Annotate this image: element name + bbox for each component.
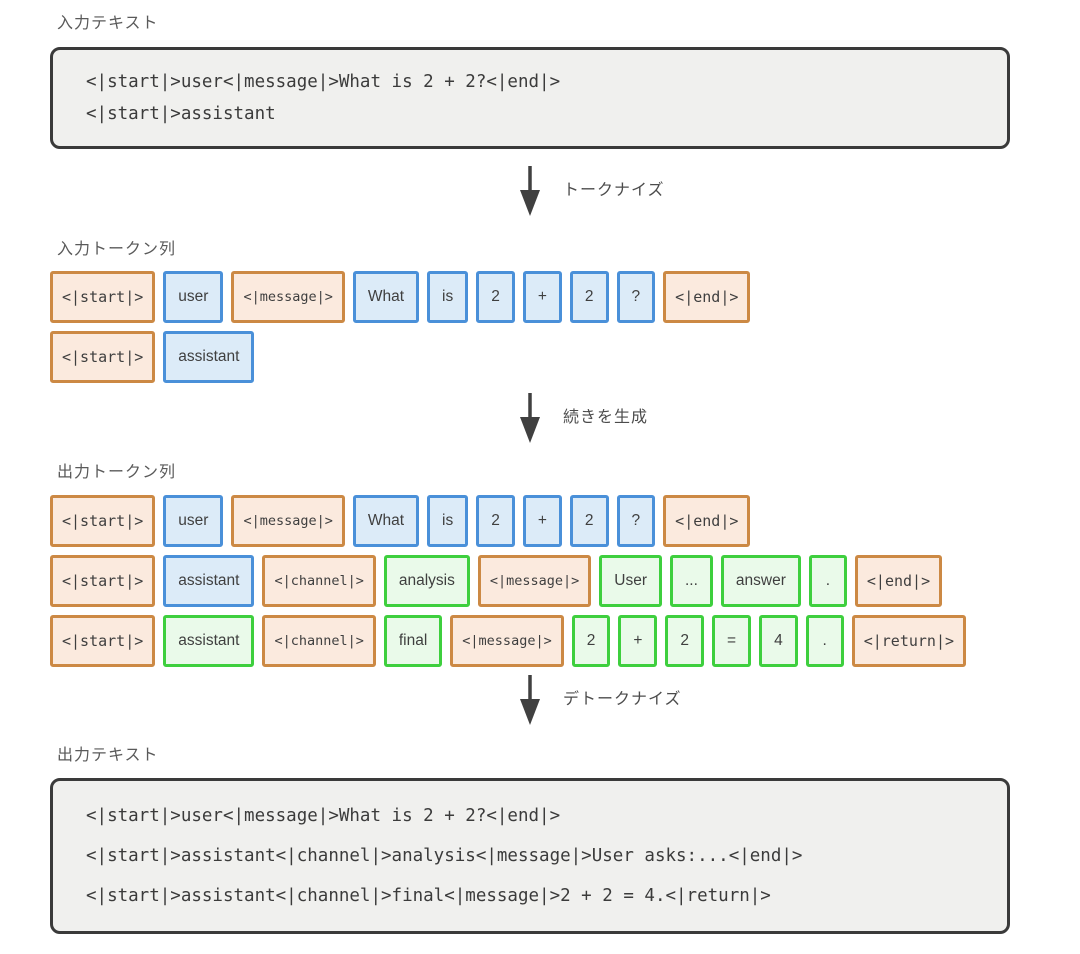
code-line: <|start|>assistant<|channel|>final<|mess… [86, 886, 771, 906]
token-row: <|start|>assistant<|channel|>final<|mess… [50, 615, 1010, 667]
code-line: <|start|>assistant [86, 104, 276, 124]
input-token: is [427, 495, 469, 547]
token-row: <|start|>assistant<|channel|>analysis<|m… [50, 555, 1010, 607]
special-token: <|start|> [50, 555, 156, 607]
special-token: <|end|> [663, 271, 751, 323]
generated-token: assistant [163, 615, 255, 667]
generated-token: = [712, 615, 752, 667]
generate-step: 続きを生成 [50, 393, 1010, 443]
special-token: <|return|> [851, 615, 967, 667]
input-token: assistant [163, 555, 255, 607]
down-arrow-icon [520, 393, 540, 443]
output-text-label: 出力テキスト [57, 747, 159, 764]
code-line: <|start|>assistant<|channel|>analysis<|m… [86, 846, 803, 866]
code-line: <|start|>user<|message|>What is 2 + 2?<|… [86, 72, 561, 92]
output-text-box: <|start|>user<|message|>What is 2 + 2?<|… [50, 778, 1010, 934]
generated-token: answer [720, 555, 801, 607]
input-token: 2 [476, 271, 515, 323]
special-token: <|start|> [50, 271, 156, 323]
input-token: 2 [569, 271, 609, 323]
generate-arrow-label: 続きを生成 [563, 409, 649, 427]
input-token: assistant [163, 331, 255, 383]
input-token: is [427, 271, 469, 323]
input-token: user [163, 495, 224, 547]
generated-token: 2 [571, 615, 611, 667]
input-token: ? [616, 495, 656, 547]
input-token: What [352, 495, 420, 547]
generated-token: + [618, 615, 658, 667]
generated-token: final [383, 615, 443, 667]
generated-token: 2 [665, 615, 705, 667]
input-token: 2 [476, 495, 515, 547]
special-token: <|message|> [231, 271, 345, 323]
special-token: <|channel|> [262, 615, 376, 667]
input-text-label: 入力テキスト [57, 15, 159, 32]
tokenize-arrow-label: トークナイズ [563, 182, 665, 200]
detokenize-step: デトークナイズ [50, 675, 1010, 725]
input-text-box: <|start|>user<|message|>What is 2 + 2?<|… [50, 47, 1010, 149]
output-tokens-label: 出力トークン列 [57, 464, 177, 481]
input-token: 2 [569, 495, 609, 547]
generated-token: . [808, 555, 847, 607]
code-line: <|start|>user<|message|>What is 2 + 2?<|… [86, 806, 561, 826]
generated-token: 4 [759, 615, 798, 667]
tokenize-step: トークナイズ [50, 166, 1010, 216]
special-token: <|start|> [50, 331, 156, 383]
token-row: <|start|>assistant [50, 331, 1010, 383]
input-tokens-label: 入力トークン列 [57, 241, 177, 258]
input-token: + [522, 271, 562, 323]
generated-token: analysis [383, 555, 470, 607]
input-token: user [163, 271, 224, 323]
special-token: <|start|> [50, 615, 156, 667]
special-token: <|end|> [854, 555, 943, 607]
input-token: ? [616, 271, 656, 323]
special-token: <|end|> [663, 495, 751, 547]
special-token: <|message|> [477, 555, 592, 607]
special-token: <|channel|> [262, 555, 376, 607]
special-token: <|message|> [231, 495, 345, 547]
tokenization-flow-diagram: 入力テキスト <|start|>user<|message|>What is 2… [50, 15, 1010, 934]
generated-token: ... [670, 555, 713, 607]
generated-token: User [599, 555, 662, 607]
input-token: What [352, 271, 420, 323]
down-arrow-icon [520, 675, 540, 725]
detokenize-arrow-label: デトークナイズ [563, 691, 682, 709]
input-token: + [522, 495, 562, 547]
down-arrow-icon [520, 166, 540, 216]
special-token: <|message|> [450, 615, 564, 667]
generated-token: . [805, 615, 844, 667]
special-token: <|start|> [50, 495, 156, 547]
